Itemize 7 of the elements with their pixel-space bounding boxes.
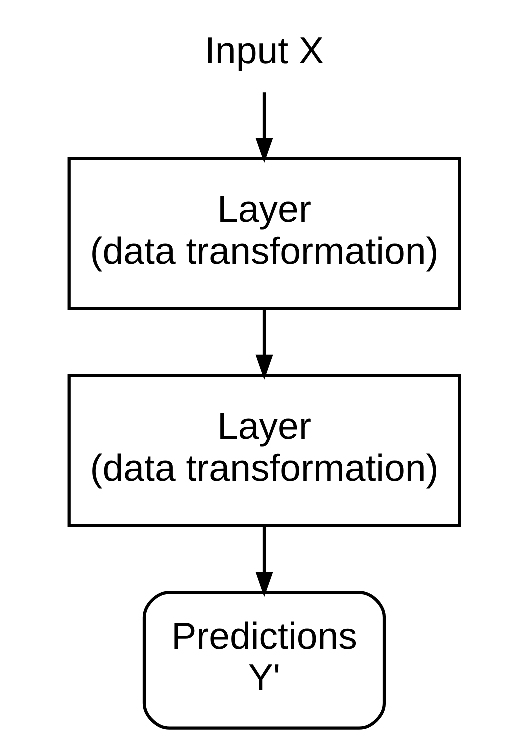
arrow: [255, 526, 273, 598]
arrow: [255, 92, 273, 164]
node-text: Input X: [204, 29, 324, 72]
node-box: Predictions Y': [142, 591, 386, 730]
arrow: [255, 309, 273, 380]
node-box: Layer (data transformation): [67, 374, 461, 528]
node-box: Layer (data transformation): [67, 157, 461, 310]
